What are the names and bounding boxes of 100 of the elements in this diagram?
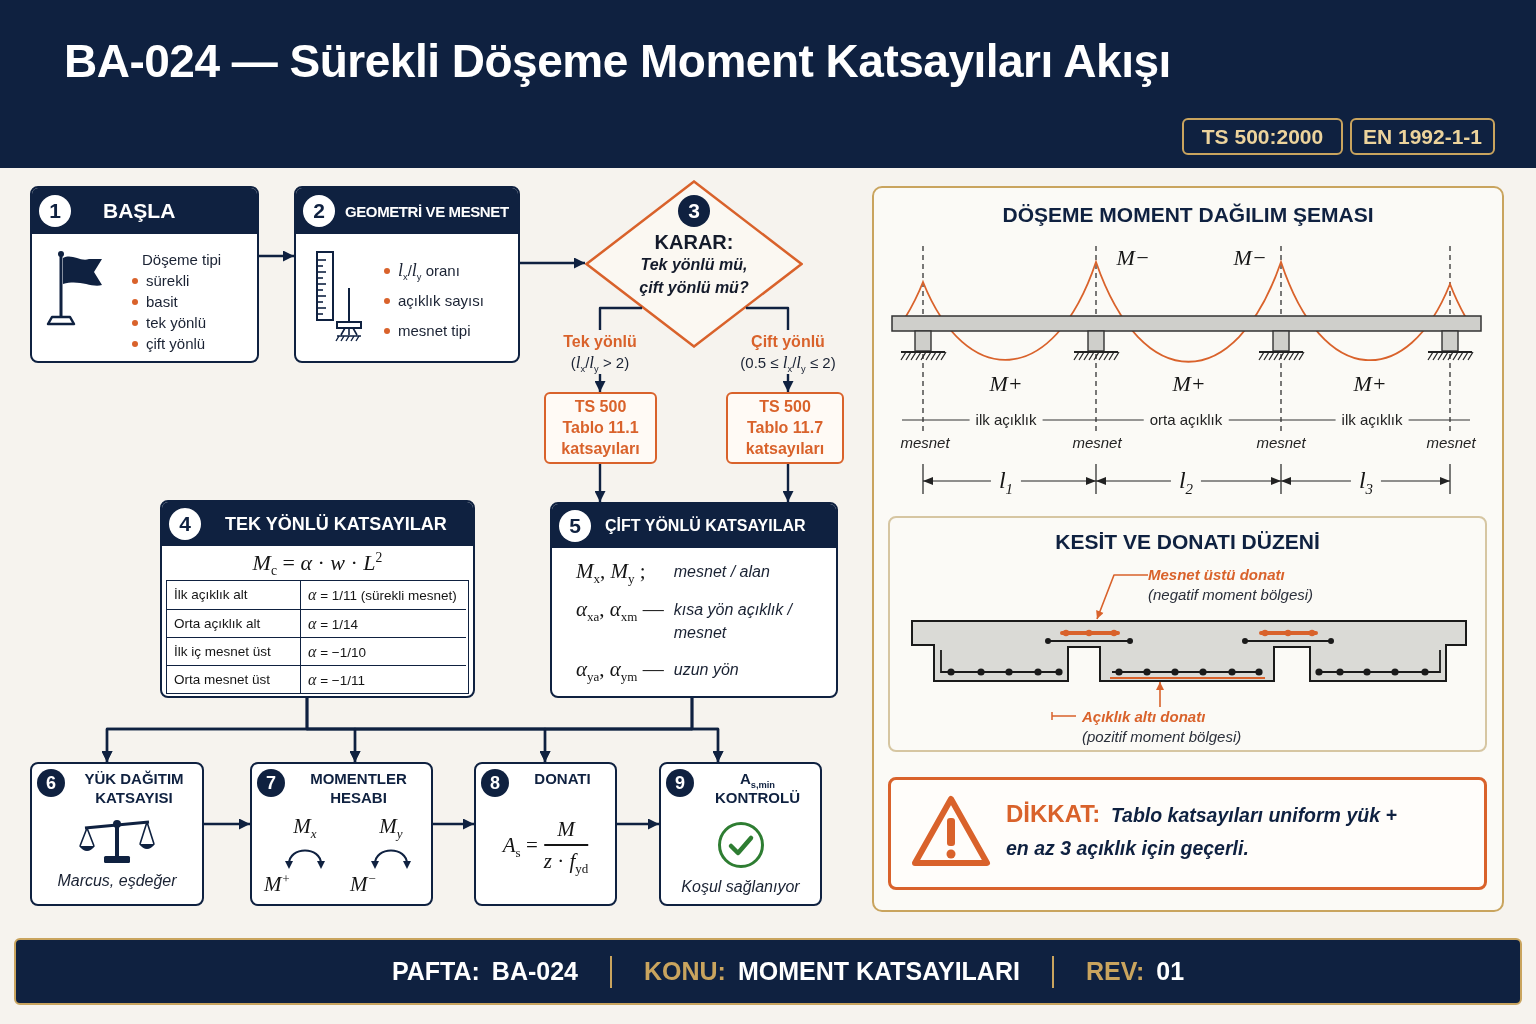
footer-value: BA-024 [491, 957, 578, 986]
panel-title: KESİT VE DONATI DÜZENİ [1055, 529, 1320, 555]
footer-value: MOMENT KATSAYILARI [737, 957, 1020, 986]
step-title: A$_{s,min}$ KONTROLÜ [714, 769, 801, 807]
table-cell: İlk açıklık alt [167, 581, 301, 609]
moment-symbol: M$^{+}$ [264, 872, 291, 896]
description-text: uzun yön [673, 660, 739, 680]
step-number: 9 [666, 769, 694, 797]
footer-bar [14, 938, 1522, 1005]
support-label: mesnet [1426, 434, 1476, 452]
step-title: MOMENTLER HESABI [309, 769, 408, 807]
step-title: DONATI [533, 769, 592, 788]
step-card [250, 762, 433, 906]
leader-arrow [1096, 574, 1149, 620]
step-number: 1 [39, 195, 71, 227]
bullet-item: tek yönlü [130, 313, 207, 333]
formula: α$_{xa}$, α$_{xm}$ — [576, 596, 664, 622]
span-label: ilk açıklık [969, 411, 1043, 429]
list-heading: Döşeme tipi [141, 250, 222, 270]
bullet-item: açıklık sayısı [382, 291, 484, 311]
description-text: mesnet / alan [673, 562, 770, 582]
callout-note: (pozitif moment bölgesi) [1082, 727, 1242, 747]
status-text: Koşul sağlanıyor [681, 877, 800, 897]
bullet-item: l$_{x}$/l$_{y}$ oranı [382, 260, 460, 281]
step-number: 4 [169, 508, 201, 540]
step-card [550, 502, 838, 698]
moment-label: M+ [1172, 372, 1206, 396]
formula: M$_{x}$, M$_{y}$ ; [576, 558, 647, 584]
table-reference-box: TS 500 Tablo 11.1 katsayıları [544, 392, 657, 464]
step-number: 5 [559, 510, 591, 542]
step-card [160, 500, 475, 698]
step-number: 8 [481, 769, 509, 797]
table-reference-box: TS 500 Tablo 11.7 katsayıları [726, 392, 844, 464]
table-cell: Orta mesnet üst [167, 665, 301, 693]
step-title: YÜK DAĞITIM KATSAYISI [83, 769, 185, 807]
table-cell: Orta açıklık alt [167, 609, 301, 637]
method-text: Marcus, eşdeğer [57, 871, 177, 891]
flow-arrow [259, 250, 294, 262]
support-label: mesnet [1256, 434, 1306, 452]
step-card [294, 186, 520, 363]
warning-box [888, 777, 1487, 890]
flow-arrow [782, 464, 794, 502]
description-text: kısa yön açıklık / mesnet [673, 600, 794, 643]
moment-label: M+ [1353, 372, 1387, 396]
footer-key: PAFTA: [391, 957, 480, 986]
step-title: GEOMETRİ VE MESNET [345, 202, 509, 220]
page-title: BA-024 — Sürekli Döşeme Moment Katsayıları Akışı [64, 34, 1171, 88]
section-panel [888, 516, 1487, 752]
flow-arrow [594, 464, 606, 502]
table-cell: İlk iç mesnet üst [167, 637, 301, 665]
callout-title: Açıklık altı donatı [1082, 707, 1206, 727]
fraction-numerator: M [557, 816, 575, 842]
diagram-panel [872, 186, 1504, 912]
moment-label: M− [1233, 246, 1267, 270]
standard-tag: EN 1992-1-1 [1350, 118, 1495, 155]
support-label: mesnet [900, 434, 950, 452]
moment-label: M+ [989, 372, 1023, 396]
table-cell: α = 1/14 [301, 609, 466, 637]
bullet-item: mesnet tipi [382, 321, 471, 341]
step-number: 7 [257, 769, 285, 797]
step-title: ÇİFT YÖNLÜ KATSAYILAR [605, 517, 806, 535]
flow-arrow [617, 818, 659, 830]
step-number: 6 [37, 769, 65, 797]
step-card [474, 762, 617, 906]
span-label: ilk açıklık [1335, 411, 1409, 429]
step-title: BAŞLA [103, 199, 176, 223]
footer-key: REV: [1085, 957, 1145, 986]
panel-title: DÖŞEME MOMENT DAĞILIM ŞEMASI [1002, 202, 1374, 228]
step-number: 2 [303, 195, 335, 227]
callout-note: (negatif moment bölgesi) [1148, 585, 1314, 605]
formula: α$_{ya}$, α$_{ym}$ — [576, 656, 664, 682]
bullet-item: çift yönlü [130, 334, 206, 354]
moment-label: M− [1116, 246, 1150, 270]
step-card [30, 186, 259, 363]
step-title: TEK YÖNLÜ KATSAYILAR [225, 513, 447, 535]
formula: A$_{s}$ = [502, 831, 538, 858]
span-label: orta açıklık [1143, 411, 1229, 429]
flow-arrow [433, 818, 474, 830]
support-label: mesnet [1072, 434, 1122, 452]
flow-arrow [204, 818, 250, 830]
moment-symbol: M$^{−}$ [350, 872, 377, 896]
fraction-denominator: z · f$_{yd}$ [543, 847, 589, 874]
decision-title: KARAR: [654, 231, 734, 253]
moment-symbol: M$_{x}$ [293, 814, 317, 838]
step-card [30, 762, 204, 906]
table-cell-text: α = 1/11 (sürekli mesnet) [307, 585, 458, 605]
leader-arrow [1156, 681, 1164, 708]
standard-tag: TS 500:2000 [1182, 118, 1343, 155]
table-cell: α = −1/10 [301, 637, 466, 665]
step-card [659, 762, 822, 906]
bullet-item: sürekli [130, 271, 190, 291]
callout-title: Mesnet üstü donatı [1148, 565, 1285, 585]
decision-question: Tek yönlü mü, çift yönlü mü? [638, 255, 750, 298]
bullet-item: basit [130, 292, 178, 312]
warning-text: DİKKAT: Tablo katsayıları uniform yük + en az 3 açıklık için geçerli. [1006, 799, 1398, 861]
formula: M$_{c}$ = α · w · L$^{2}$ [252, 548, 383, 578]
footer-key: KONU: [644, 957, 726, 986]
flow-arrow [520, 257, 585, 269]
table-cell: α = −1/11 [301, 665, 466, 693]
footer-value: 01 [1156, 957, 1185, 986]
